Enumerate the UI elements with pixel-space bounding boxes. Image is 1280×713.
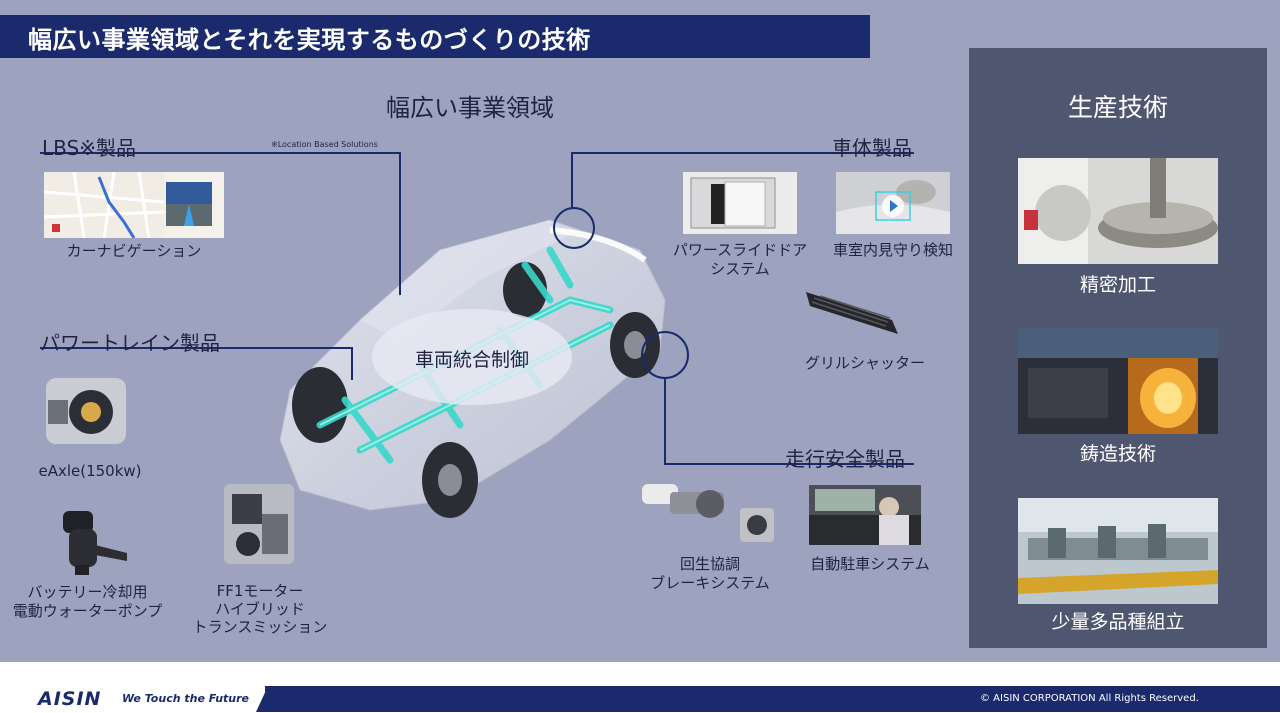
power-slide-door-label-2: システム bbox=[710, 260, 770, 278]
assembly-label: 少量多品種組立 bbox=[1051, 611, 1185, 633]
precision-machining-label: 精密加工 bbox=[1079, 274, 1156, 296]
lbs-note: ※Location Based Solutions bbox=[271, 140, 378, 149]
brake-system-image bbox=[640, 478, 780, 550]
slide-title: 幅広い事業領域とそれを実現するものづくりの技術 bbox=[28, 26, 591, 54]
brake-system-label-1: 回生協調 bbox=[679, 555, 740, 573]
eaxle-label: eAxle(150kw) bbox=[38, 462, 142, 480]
precision-machining-image bbox=[1018, 158, 1218, 264]
ff1-motor-image bbox=[218, 474, 300, 574]
car-navigation-label: カーナビゲーション bbox=[66, 242, 202, 260]
copyright-text: © AISIN CORPORATION All Rights Reserved. bbox=[980, 693, 1199, 704]
power-slide-door-label-1: パワースライドドア bbox=[672, 241, 808, 259]
water-pump-image bbox=[55, 505, 135, 577]
lbs-heading: LBS※製品 bbox=[42, 136, 136, 160]
grille-shutter-image bbox=[802, 282, 902, 342]
company-tagline: We Touch the Future bbox=[122, 692, 250, 705]
ff1-label-3: トランスミッション bbox=[192, 618, 328, 636]
power-slide-door-image bbox=[683, 172, 797, 234]
assembly-image bbox=[1018, 498, 1218, 604]
car-navigation-image bbox=[44, 172, 224, 238]
footer-bar bbox=[265, 686, 1280, 712]
auto-parking-image bbox=[809, 485, 921, 545]
eaxle-image bbox=[36, 370, 136, 455]
cabin-monitoring-label: 車室内見守り検知 bbox=[832, 241, 953, 259]
brake-system-label-2: ブレーキシステム bbox=[650, 574, 770, 592]
water-pump-label-1: バッテリー冷却用 bbox=[27, 583, 148, 601]
safety-heading: 走行安全製品 bbox=[785, 447, 905, 471]
water-pump-label-2: 電動ウォーターポンプ bbox=[12, 602, 163, 620]
business-domain-title: 幅広い事業領域 bbox=[386, 94, 554, 122]
title-bar bbox=[0, 15, 870, 58]
cabin-monitoring-image bbox=[836, 172, 950, 234]
ff1-label-2: ハイブリッド bbox=[215, 600, 305, 618]
vehicle-illustration bbox=[279, 219, 666, 518]
body-heading: 車体製品 bbox=[832, 136, 912, 160]
powertrain-heading: パワートレイン製品 bbox=[40, 331, 220, 355]
ff1-label-1: FF1モーター bbox=[216, 582, 304, 600]
casting-technology-image bbox=[1018, 328, 1218, 434]
casting-technology-label: 鋳造技術 bbox=[1079, 443, 1156, 465]
production-technology-title: 生産技術 bbox=[1067, 93, 1168, 122]
vehicle-integration-label: 車両統合制御 bbox=[414, 349, 529, 371]
grille-shutter-label: グリルシャッター bbox=[804, 354, 925, 372]
auto-parking-label: 自動駐車システム bbox=[810, 555, 930, 573]
aisin-logo: AISIN bbox=[38, 688, 102, 710]
